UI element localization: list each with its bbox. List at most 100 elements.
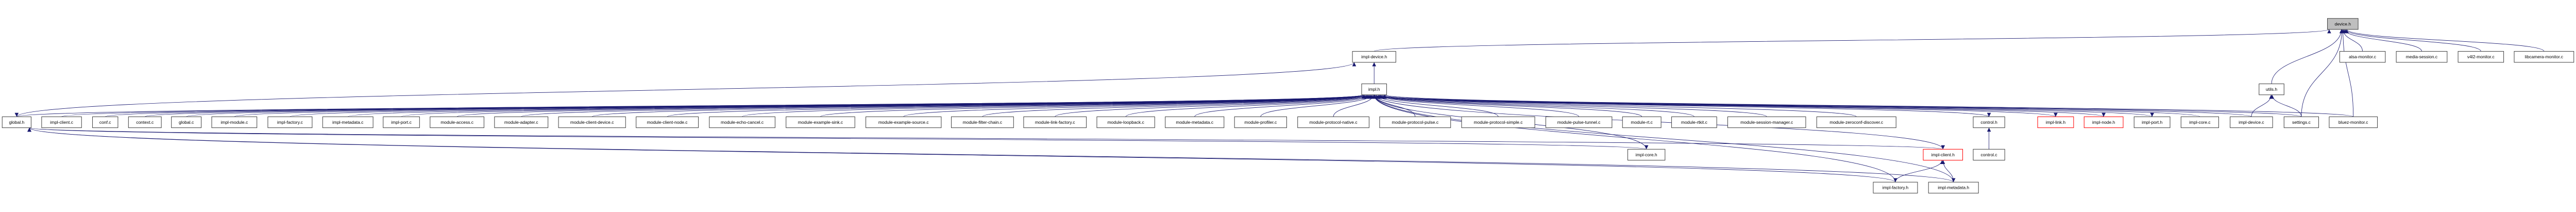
node-impl-core-c[interactable]: impl-core.c [2180,116,2219,128]
node-impl-device-c[interactable]: impl-device.c [2230,116,2273,128]
node-box [1165,116,1225,128]
node-impl-factory-c[interactable]: impl-factory.c [267,116,313,128]
edge-impl-client-h-to-global-h [28,127,1943,150]
node-v4l2-monitor-c[interactable]: v4l2-monitor.c [2458,51,2504,63]
node-bluez-monitor-c[interactable]: bluez-monitor.c [2329,116,2378,128]
edge-impl-device-h-to-device-h [1374,29,2331,52]
node-impl-port-h[interactable]: impl-port.h [2133,116,2171,128]
node-impl-device-h[interactable]: impl-device.h [1352,51,1396,63]
node-box [1928,182,1979,193]
node-module-filter-chain-c[interactable]: module-filter-chain.c [951,116,1014,128]
node-box [1379,116,1451,128]
node-label: alsa-monitor.c [2349,54,2377,59]
node-impl-metadata-h[interactable]: impl-metadata.h [1928,182,1979,193]
edge-module-loopback-c-to-impl-h [1125,94,1371,117]
node-impl-client-h[interactable]: impl-client.h [1923,149,1963,161]
node-box [1627,149,1666,161]
edge-settings-c-to-impl-h [1383,94,2302,117]
node-module-zeroconf-discover-c[interactable]: module-zeroconf-discover.c [1816,116,1896,128]
node-impl-link-h[interactable]: impl-link.h [2037,116,2074,128]
node-label: module-profiler.c [1244,120,1277,125]
node-module-adapter-c[interactable]: module-adapter.c [494,116,549,128]
node-impl-module-c[interactable]: impl-module.c [211,116,258,128]
node-box [128,116,162,128]
node-box [494,116,549,128]
node-control-c[interactable]: control.c [1973,149,2005,161]
edge-global-h-to-impl-device-h [16,62,1356,117]
node-module-pulse-tunnel-c[interactable]: module-pulse-tunnel.c [1545,116,1613,128]
node-box [2396,51,2448,63]
node-impl-node-h[interactable]: impl-node.h [2083,116,2124,128]
node-label: module-rt.c [1631,120,1653,125]
node-module-profiler-c[interactable]: module-profiler.c [1234,116,1287,128]
node-box [2339,51,2386,63]
edge-module-protocol-native-c-to-impl-h [1333,94,1376,117]
node-settings-c[interactable]: settings.c [2283,116,2319,128]
node-label: module-protocol-simple.c [1474,120,1523,125]
node-label: module-protocol-pulse.c [1392,120,1438,125]
edge-module-pulse-tunnel-c-to-impl-h [1376,94,1580,117]
node-module-example-sink-c[interactable]: module-example-sink.c [786,116,855,128]
edge-settings-c-to-device-h [2301,29,2344,117]
node-module-protocol-simple-c[interactable]: module-protocol-simple.c [1461,116,1535,128]
edge-module-example-source-c-to-impl-h [903,94,1367,117]
edge-settings-c-to-utils-h [2270,94,2302,117]
node-impl-client-c[interactable]: impl-client.c [41,116,82,128]
node-box [41,116,82,128]
node-global-c[interactable]: global.c [171,116,202,128]
node-module-protocol-native-c[interactable]: module-protocol-native.c [1297,116,1369,128]
edge-utils-h-to-device-h [2271,29,2344,84]
node-label: module-link-factory.c [1035,120,1076,125]
edge-module-access-c-to-impl-h [456,94,1365,117]
node-box [1352,51,1396,63]
node-impl-h[interactable]: impl.h [1361,84,1387,95]
node-media-session-c[interactable]: media-session.c [2396,51,2448,63]
node-label: impl-port.c [391,120,412,125]
node-label: module-zeroconf-discover.c [1829,120,1884,125]
node-module-link-factory-c[interactable]: module-link-factory.c [1023,116,1087,128]
node-module-metadata-c[interactable]: module-metadata.c [1165,116,1225,128]
node-module-client-node-c[interactable]: module-client-node.c [636,116,699,128]
node-label: impl-module.c [221,120,248,125]
node-label: global.h [9,120,24,125]
node-impl-port-c[interactable]: impl-port.c [383,116,420,128]
edge-module-metadata-c-to-impl-h [1194,94,1372,117]
node-box [1622,116,1662,128]
node-label: v4l2-monitor.c [2467,54,2495,59]
edge-impl-h-to-global-h [15,94,1375,117]
node-global-h[interactable]: global.h [2,116,31,128]
node-module-protocol-pulse-c[interactable]: module-protocol-pulse.c [1379,116,1451,128]
node-module-rt-c[interactable]: module-rt.c [1622,116,1662,128]
edge-module-link-factory-c-to-impl-h [1055,94,1370,117]
node-module-loopback-c[interactable]: module-loopback.c [1096,116,1155,128]
node-utils-h[interactable]: utils.h [2259,84,2284,95]
node-box [2327,18,2359,30]
node-alsa-monitor-c[interactable]: alsa-monitor.c [2339,51,2386,63]
node-control-h[interactable]: control.h [1973,116,2005,128]
node-libcamera-monitor-c[interactable]: libcamera-monitor.c [2514,51,2574,63]
node-device-h[interactable]: device.h [2327,18,2359,30]
node-context-c[interactable]: context.c [128,116,162,128]
node-impl-factory-h[interactable]: impl-factory.h [1873,182,1918,193]
node-label: bluez-monitor.c [2338,120,2368,125]
node-module-echo-cancel-c[interactable]: module-echo-cancel.c [709,116,775,128]
node-box [2083,116,2124,128]
edge-alsa-monitor-c-to-device-h [2341,29,2363,52]
edge-global-c-to-impl-h [186,94,1365,117]
node-label: impl-factory.h [1883,185,1909,190]
node-impl-metadata-c[interactable]: impl-metadata.c [322,116,374,128]
node-module-client-device-c[interactable]: module-client-device.c [558,116,626,128]
node-module-example-source-c[interactable]: module-example-source.c [866,116,942,128]
node-conf-c[interactable]: conf.c [92,116,118,128]
edge-bluez-monitor-c-to-device-h [2341,29,2354,117]
edge-impl-core-h-to-global-h [28,127,1647,150]
node-module-rtkit-c[interactable]: module-rtkit.c [1671,116,1717,128]
node-module-session-manager-c[interactable]: module-session-manager.c [1727,116,1806,128]
node-module-access-c[interactable]: module-access.c [430,116,484,128]
node-box [211,116,258,128]
node-label: media-session.c [2406,54,2438,59]
node-box [383,116,420,128]
node-impl-core-h[interactable]: impl-core.h [1627,149,1666,161]
node-box [2458,51,2504,63]
